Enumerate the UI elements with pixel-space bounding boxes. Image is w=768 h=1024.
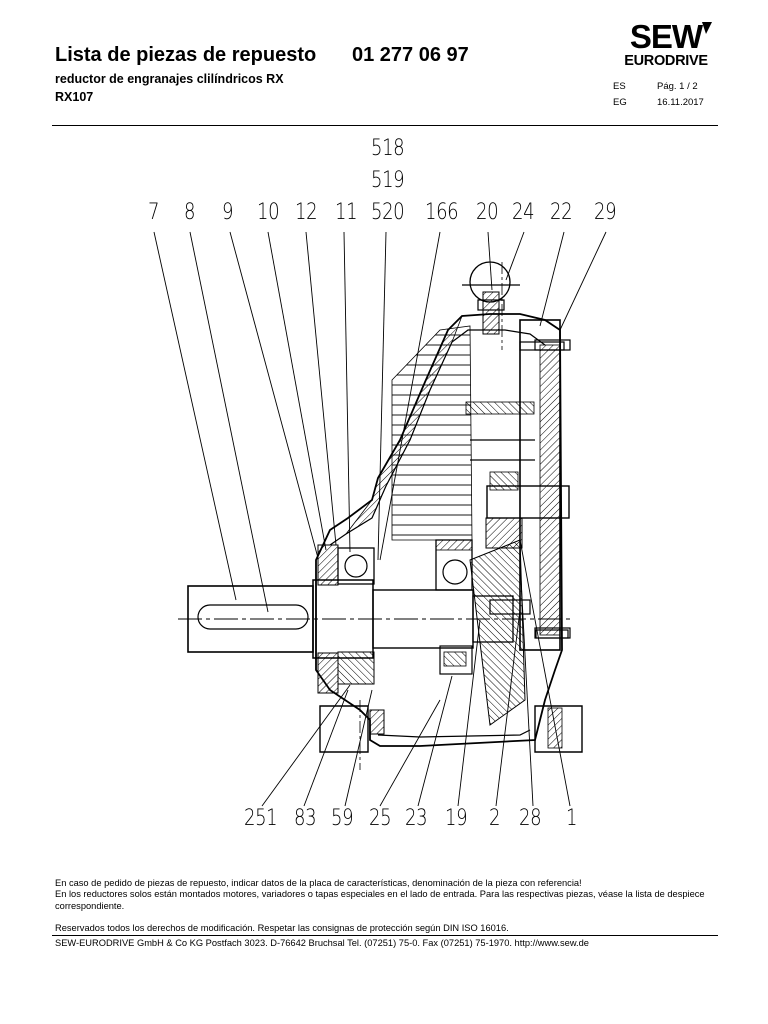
callout-top: 12 [295,200,318,225]
callout-top: 9 [222,200,234,225]
callout-bottom: 2 [489,806,501,831]
edition-code: EG [613,97,627,108]
document-number: 01 277 06 97 [352,44,469,66]
ordering-note: En caso de pedido de piezas de repuesto,… [55,878,582,888]
revision-date: 16.11.2017 [657,97,704,108]
document-subtitle: reductor de engranajes clilíndricos RX [55,72,284,86]
callout-top: 7 [148,200,160,225]
callout-bottom: 251 [244,806,278,831]
callout-top: 520 [371,200,405,225]
callout-top: 11 [335,200,358,225]
sew-eurodrive-logo: SEW EURODRIVE [624,20,712,69]
page-number: Pág. 1 / 2 [657,81,698,92]
callout-top: 29 [594,200,617,225]
header-rule [52,125,718,126]
callout-top: 22 [550,200,573,225]
callout-bottom: 25 [369,806,392,831]
company-address: SEW-EURODRIVE GmbH & Co KG Postfach 3023… [55,938,589,948]
callout-bottom: 1 [566,806,578,831]
svg-text:EURODRIVE: EURODRIVE [624,53,708,69]
callout-bottom: 59 [331,806,354,831]
callout-518: 518 [371,136,405,161]
rights-note: Reservados todos los derechos de modific… [55,923,509,933]
callout-top: 8 [184,200,196,225]
callout-bottom: 23 [405,806,428,831]
callout-top: 10 [257,200,280,225]
language-code: ES [613,81,626,92]
model-name: RX107 [55,90,94,104]
reducer-note: En los reductores solos están montados m… [55,889,705,911]
callout-top: 20 [476,200,499,225]
callout-bottom: 28 [519,806,542,831]
svg-text:SEW: SEW [630,20,704,55]
callout-519: 519 [371,168,405,193]
callout-bottom: 19 [445,806,468,831]
callout-top: 166 [425,200,459,225]
footer-rule [52,935,718,936]
callout-top: 24 [512,200,535,225]
callout-bottom: 83 [294,806,317,831]
document-title: Lista de piezas de repuesto [55,44,317,66]
